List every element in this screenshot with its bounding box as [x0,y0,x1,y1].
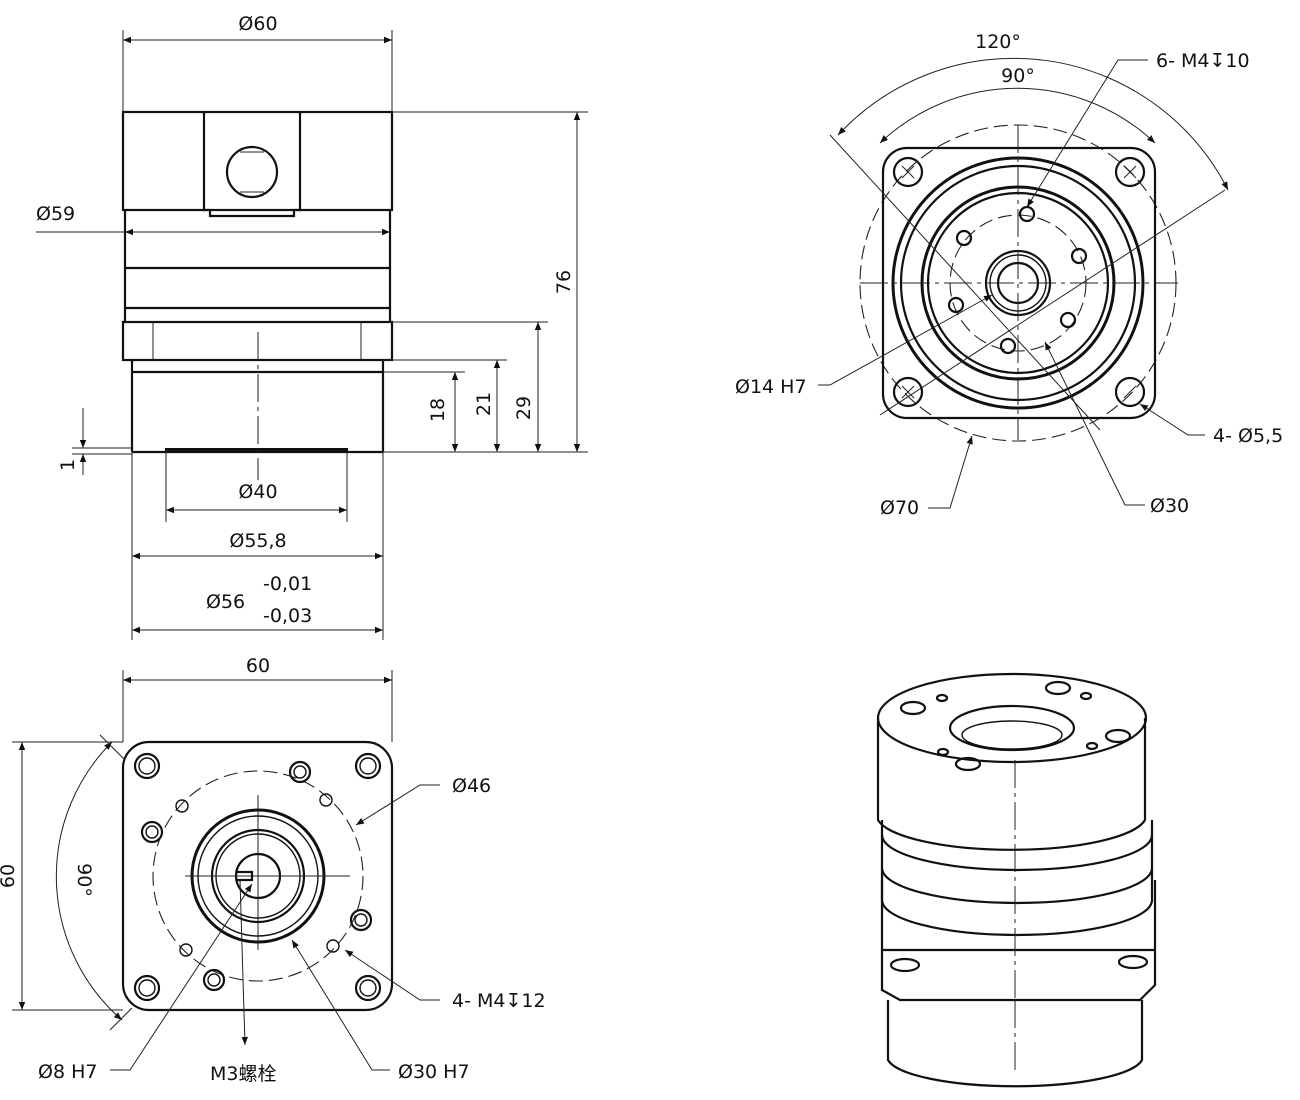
dim-dia-60: Ø60 [238,13,277,35]
dim-dia-40: Ø40 [238,481,277,503]
front-view-outline [121,740,394,1012]
label-mount-holes: 4- Ø5,5 [1213,425,1283,447]
rear-view: 120° 90° 6- M4↧10 Ø14 H7 4- Ø5,5 Ø70 Ø30 [735,31,1283,519]
label-thread-holes: 4- M4↧12 [452,990,546,1012]
tolerance-upper: -0,01 [263,573,312,595]
bolt-holes [140,760,373,992]
dim-dia-56: Ø56 [206,591,245,613]
label-dia-46: Ø46 [452,775,491,797]
isometric-view [876,672,1157,1088]
side-view: Ø60 Ø59 76 29 21 18 1 Ø40 Ø55,8 Ø56 [36,13,588,640]
label-thread-holes: 6- M4↧10 [1156,50,1250,72]
dim-dia-59: Ø59 [36,203,75,225]
dim-height-29: 29 [513,396,535,420]
label-bore: Ø14 H7 [735,376,807,398]
dim-angle-120: 120° [975,31,1021,53]
dim-height-21: 21 [473,392,495,416]
dim-width-60: 60 [246,655,270,677]
label-bolt: M3螺栓 [210,1063,276,1085]
dim-dia-55-8: Ø55,8 [229,530,286,552]
dim-height-1: 1 [57,459,79,471]
front-view: 60 60 90° Ø46 4- M4↧12 Ø8 H7 M3螺栓 Ø30 H7 [0,655,546,1085]
label-dia-70: Ø70 [880,497,919,519]
dim-height-76: 76 [553,270,575,294]
corner-holes [133,752,382,1002]
rear-view-outline [829,124,1226,442]
side-view-dimensions: Ø60 Ø59 76 29 21 18 1 Ø40 Ø55,8 Ø56 [36,13,588,640]
front-view-dimensions: 60 60 90° Ø46 4- M4↧12 Ø8 H7 M3螺栓 Ø30 H7 [0,655,546,1085]
dim-angle-90: 90° [73,863,95,897]
dim-height-60: 60 [0,864,19,888]
dim-angle-90: 90° [1001,65,1035,87]
dim-height-18: 18 [427,398,449,422]
side-view-outline [121,110,394,480]
label-dia-30: Ø30 [1150,495,1189,517]
tolerance-lower: -0,03 [263,605,312,627]
label-pilot: Ø30 H7 [398,1061,470,1083]
label-bore: Ø8 H7 [38,1061,97,1083]
rear-view-dimensions: 120° 90° 6- M4↧10 Ø14 H7 4- Ø5,5 Ø70 Ø30 [735,31,1283,519]
